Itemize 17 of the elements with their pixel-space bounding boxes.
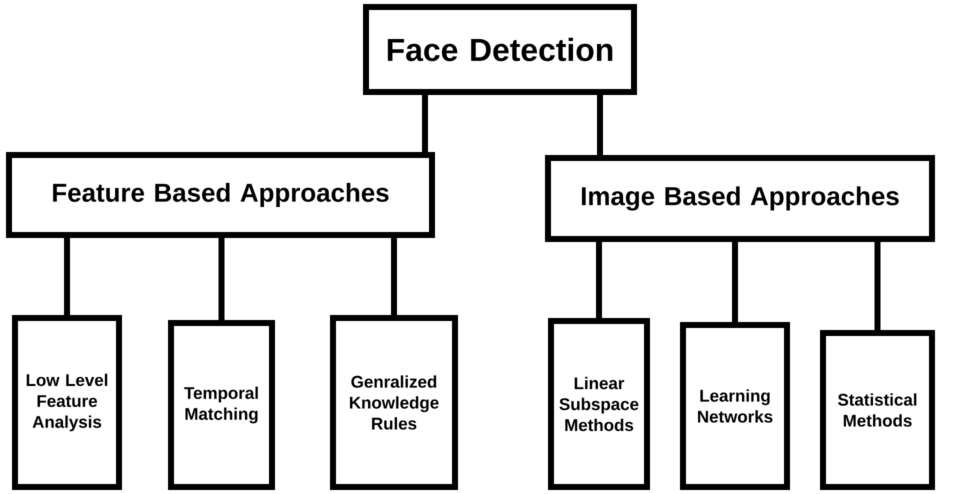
category-box: Image Based Approaches [545, 154, 935, 242]
method-box: Linear Subspace Methods [548, 318, 650, 490]
method-box: Genralized Knowledge Rules [330, 314, 458, 490]
title-box: Face Detection [363, 4, 637, 95]
connector-line [597, 94, 603, 155]
method-box: Learning Networks [680, 322, 790, 490]
connector-line [422, 94, 428, 152]
method-box: Temporal Matching [168, 320, 275, 490]
method-box: Low Level Feature Analysis [12, 314, 122, 490]
connector-line [218, 238, 224, 320]
connector-line [391, 238, 397, 315]
category-box: Feature Based Approaches [6, 152, 435, 238]
method-box: Statistical Methods [820, 330, 935, 490]
connector-line [64, 238, 70, 315]
connector-line [732, 242, 738, 322]
connector-line [874, 242, 880, 330]
connector-line [596, 242, 602, 318]
